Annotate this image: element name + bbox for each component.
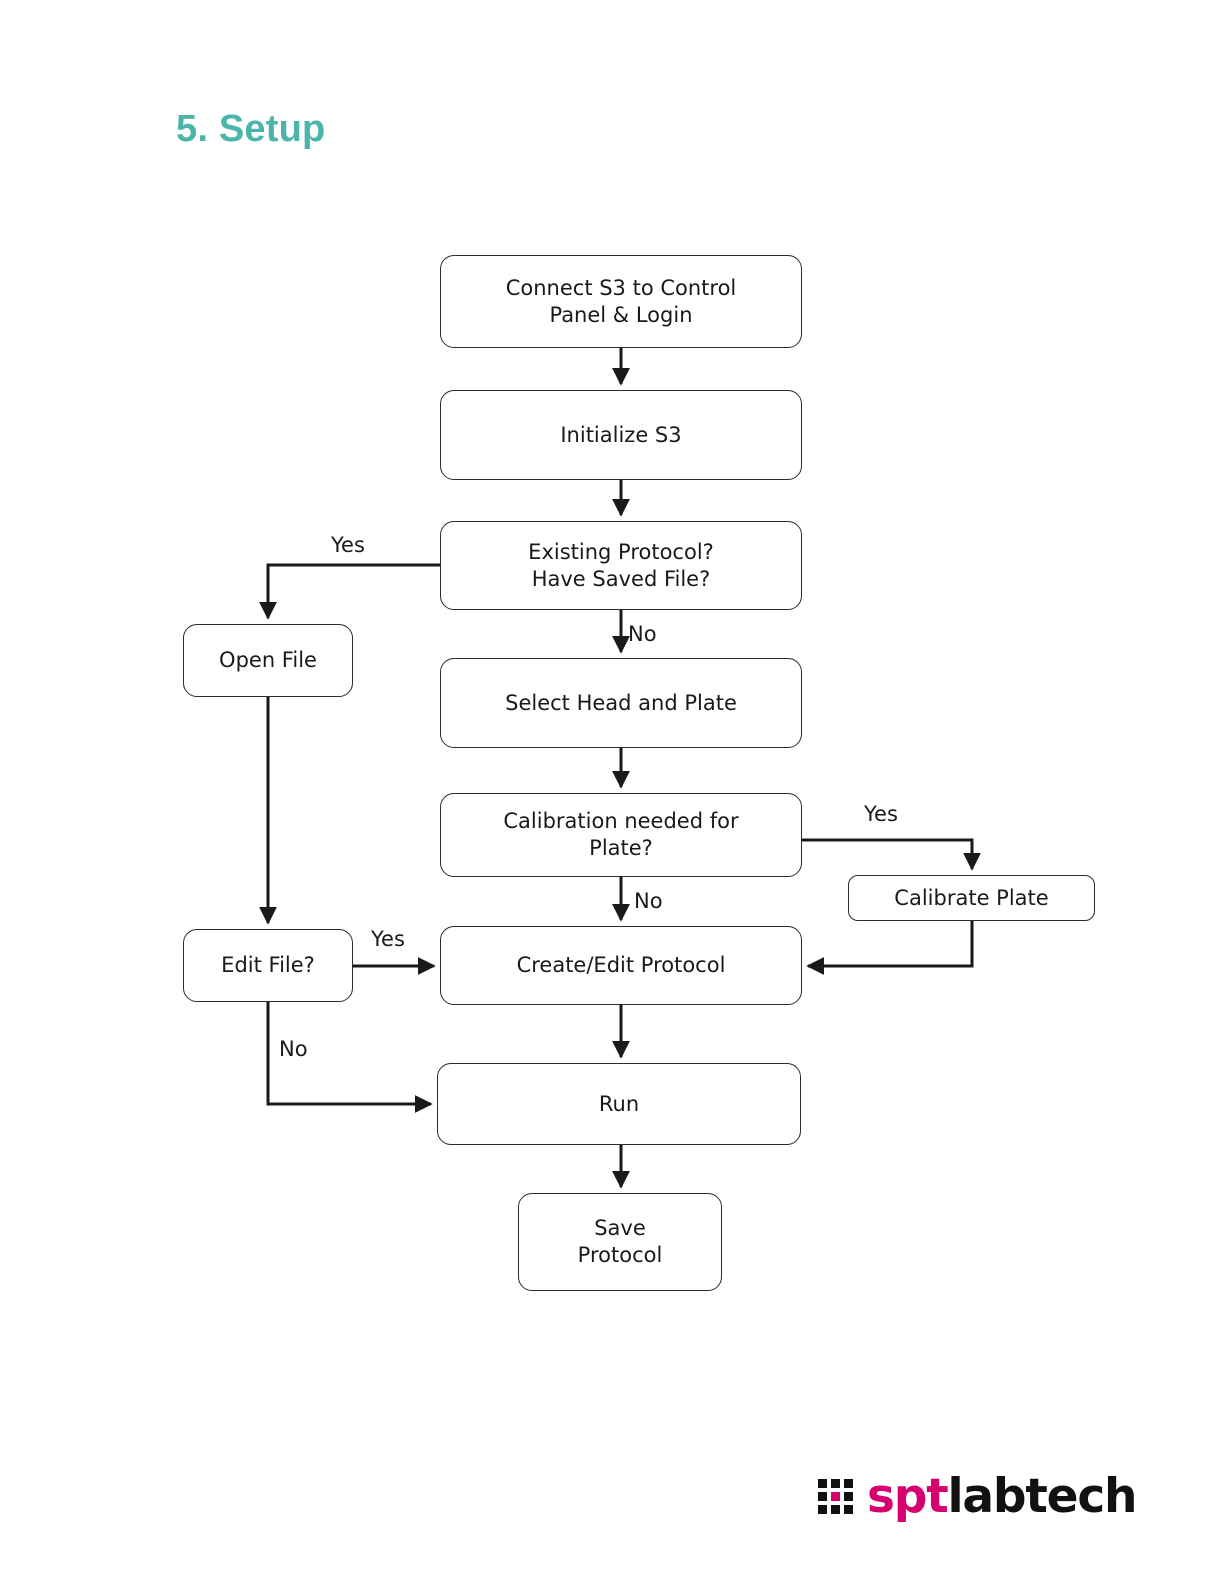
logo-dot-accent [831,1491,840,1501]
edge-label-edit-file-no: No [279,1037,308,1061]
node-connect-s3[interactable]: Connect S3 to Control Panel & Login [440,255,802,348]
edge-label-calibration-no: No [634,889,663,913]
logo-dot [844,1491,853,1501]
logo-wordmark: sptlabtech [867,1473,1137,1520]
node-create-edit-protocol[interactable]: Create/Edit Protocol [440,926,802,1005]
node-calibrate-plate[interactable]: Calibrate Plate [848,875,1095,921]
sptlabtech-logo: sptlabtech [818,1470,1137,1522]
node-existing-protocol[interactable]: Existing Protocol? Have Saved File? [440,521,802,610]
logo-dot [818,1491,827,1501]
edge-label-calibration-yes: Yes [864,802,898,826]
logo-wordmark-labtech: labtech [947,1468,1138,1524]
logo-wordmark-spt: spt [867,1468,949,1524]
node-initialize-s3[interactable]: Initialize S3 [440,390,802,480]
logo-dot-matrix-icon [818,1478,853,1514]
node-select-head-and-plate[interactable]: Select Head and Plate [440,658,802,748]
edge-label-existing-yes: Yes [331,533,365,557]
logo-dot [831,1478,840,1488]
logo-dot [818,1478,827,1488]
edge-label-edit-file-yes: Yes [371,927,405,951]
node-run[interactable]: Run [437,1063,801,1145]
logo-dot [844,1504,853,1514]
node-open-file[interactable]: Open File [183,624,353,697]
edge-label-existing-no: No [628,622,657,646]
node-save-protocol[interactable]: Save Protocol [518,1193,722,1291]
node-edit-file[interactable]: Edit File? [183,929,353,1002]
logo-dot [831,1504,840,1514]
logo-dot [818,1504,827,1514]
node-calibration-needed[interactable]: Calibration needed for Plate? [440,793,802,877]
page-title: 5. Setup [176,108,326,150]
logo-dot [844,1478,853,1488]
